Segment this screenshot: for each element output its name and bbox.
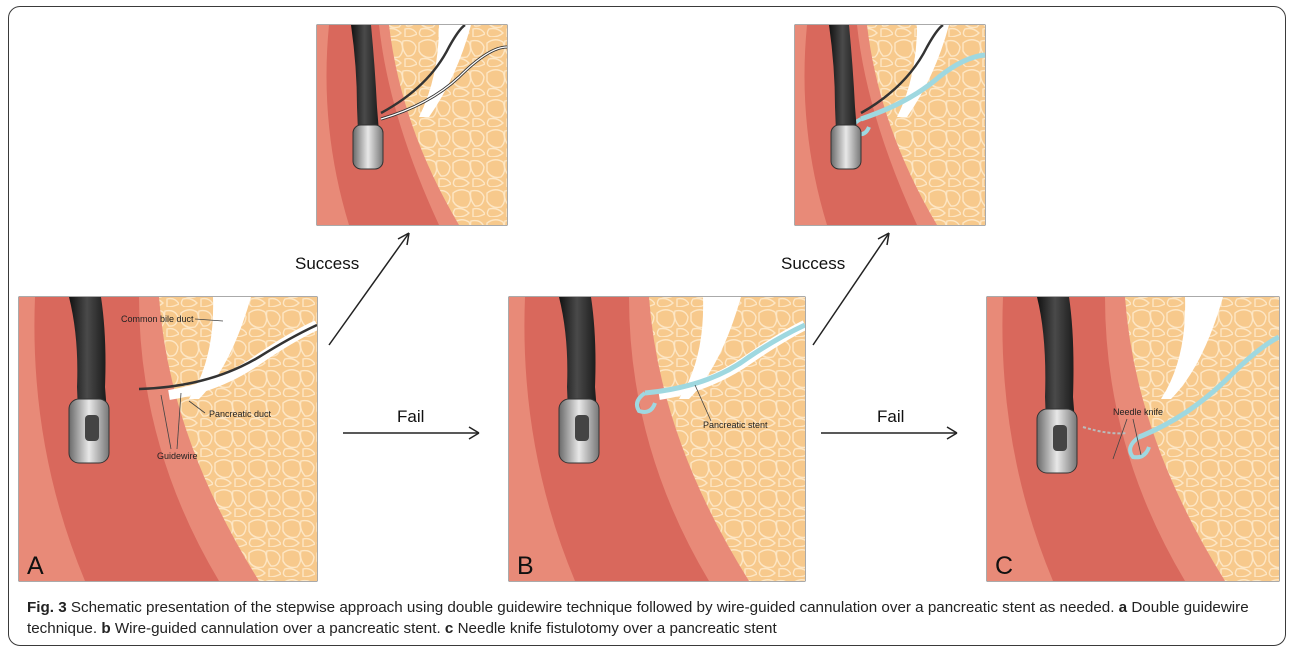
arrow-label-success-1: Success — [295, 254, 359, 273]
figure-illustration: Common bile duct Pancreatic duct Guidewi… — [9, 7, 1286, 646]
label-guidewire: Guidewire — [157, 451, 198, 461]
caption-label-b: b — [101, 620, 110, 637]
panel-top-1 — [317, 25, 507, 225]
panel-letter-a: A — [27, 552, 44, 580]
caption-text-b: Wire-guided cannulation over a pancreati… — [111, 620, 445, 637]
label-common-bile-duct: Common bile duct — [121, 314, 194, 324]
caption-label-a: a — [1119, 599, 1127, 616]
panel-letter-c: C — [995, 552, 1013, 580]
label-pancreatic-stent: Pancreatic stent — [703, 420, 768, 430]
caption-text-c: Needle knife fistulotomy over a pancreat… — [453, 620, 776, 637]
panel-c: Needle knife C — [987, 297, 1279, 581]
label-needle-knife: Needle knife — [1113, 407, 1163, 417]
caption-intro: Schematic presentation of the stepwise a… — [67, 599, 1119, 616]
caption-fig-label: Fig. 3 — [27, 599, 67, 616]
panel-b: Pancreatic stent B — [509, 297, 805, 581]
arrow-fail-1: Fail — [343, 407, 479, 439]
figure-caption: Fig. 3 Schematic presentation of the ste… — [27, 597, 1277, 639]
panel-letter-b: B — [517, 552, 534, 580]
arrow-label-fail-1: Fail — [397, 407, 424, 426]
arrow-label-fail-2: Fail — [877, 407, 904, 426]
arrow-fail-2: Fail — [821, 407, 957, 439]
panel-a: Common bile duct Pancreatic duct Guidewi… — [19, 297, 317, 581]
label-pancreatic-duct: Pancreatic duct — [209, 409, 272, 419]
panel-top-2 — [795, 25, 985, 225]
figure-frame: Common bile duct Pancreatic duct Guidewi… — [8, 6, 1286, 646]
arrow-label-success-2: Success — [781, 254, 845, 273]
